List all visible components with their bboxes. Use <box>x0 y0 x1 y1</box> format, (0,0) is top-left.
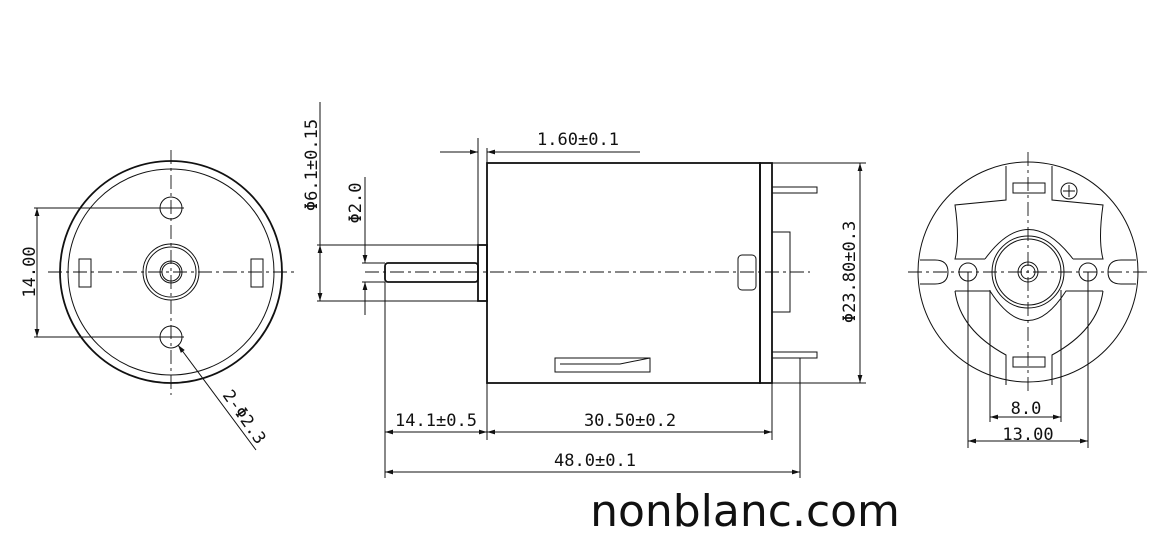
dim-hole-callout: 2-Φ2.3 <box>218 386 270 448</box>
watermark: nonblanc.com <box>590 486 900 537</box>
dim-body-length: 30.50±0.2 <box>584 411 676 431</box>
hole-leader <box>177 344 257 451</box>
dim-shaft-length: 14.1±0.5 <box>395 411 477 431</box>
motor-body <box>486 162 761 384</box>
dim-body-diameter: Φ23.80±0.3 <box>840 221 860 323</box>
end-cap <box>759 162 773 384</box>
dim-bushing-length: 1.60±0.1 <box>537 130 619 150</box>
rear-view: 8.0 13.00 <box>908 152 1150 448</box>
bushing <box>477 244 488 302</box>
side-view: Φ6.1±0.15 Φ2.0 1.60±0.1 Φ23.80±0.3 14.1±… <box>302 102 866 478</box>
shaft <box>384 262 479 283</box>
terminal-bottom <box>771 351 818 359</box>
brush-bottom <box>1012 356 1046 368</box>
dim-bushing-diameter: Φ6.1±0.15 <box>302 119 322 211</box>
dim-inner-width: 8.0 <box>1011 399 1042 419</box>
label-plate <box>554 357 651 373</box>
hub-ring <box>145 246 197 298</box>
screw-icon <box>1060 182 1078 200</box>
dim-rear-hole-spacing: 13.00 <box>1002 425 1053 445</box>
brush-tab <box>737 254 757 291</box>
brush-top <box>1012 182 1046 194</box>
front-view: 14.00 2-Φ2.3 <box>20 150 294 451</box>
tab-right <box>250 258 264 288</box>
dim-hole-spacing: 14.00 <box>20 246 40 297</box>
dim-overall-length: 48.0±0.1 <box>554 451 636 471</box>
tab-left <box>78 258 92 288</box>
brush-holder-top-left <box>954 166 1007 260</box>
terminal-left <box>920 259 949 285</box>
terminal-top <box>771 186 818 194</box>
dim-shaft-diameter: Φ2.0 <box>346 183 366 224</box>
